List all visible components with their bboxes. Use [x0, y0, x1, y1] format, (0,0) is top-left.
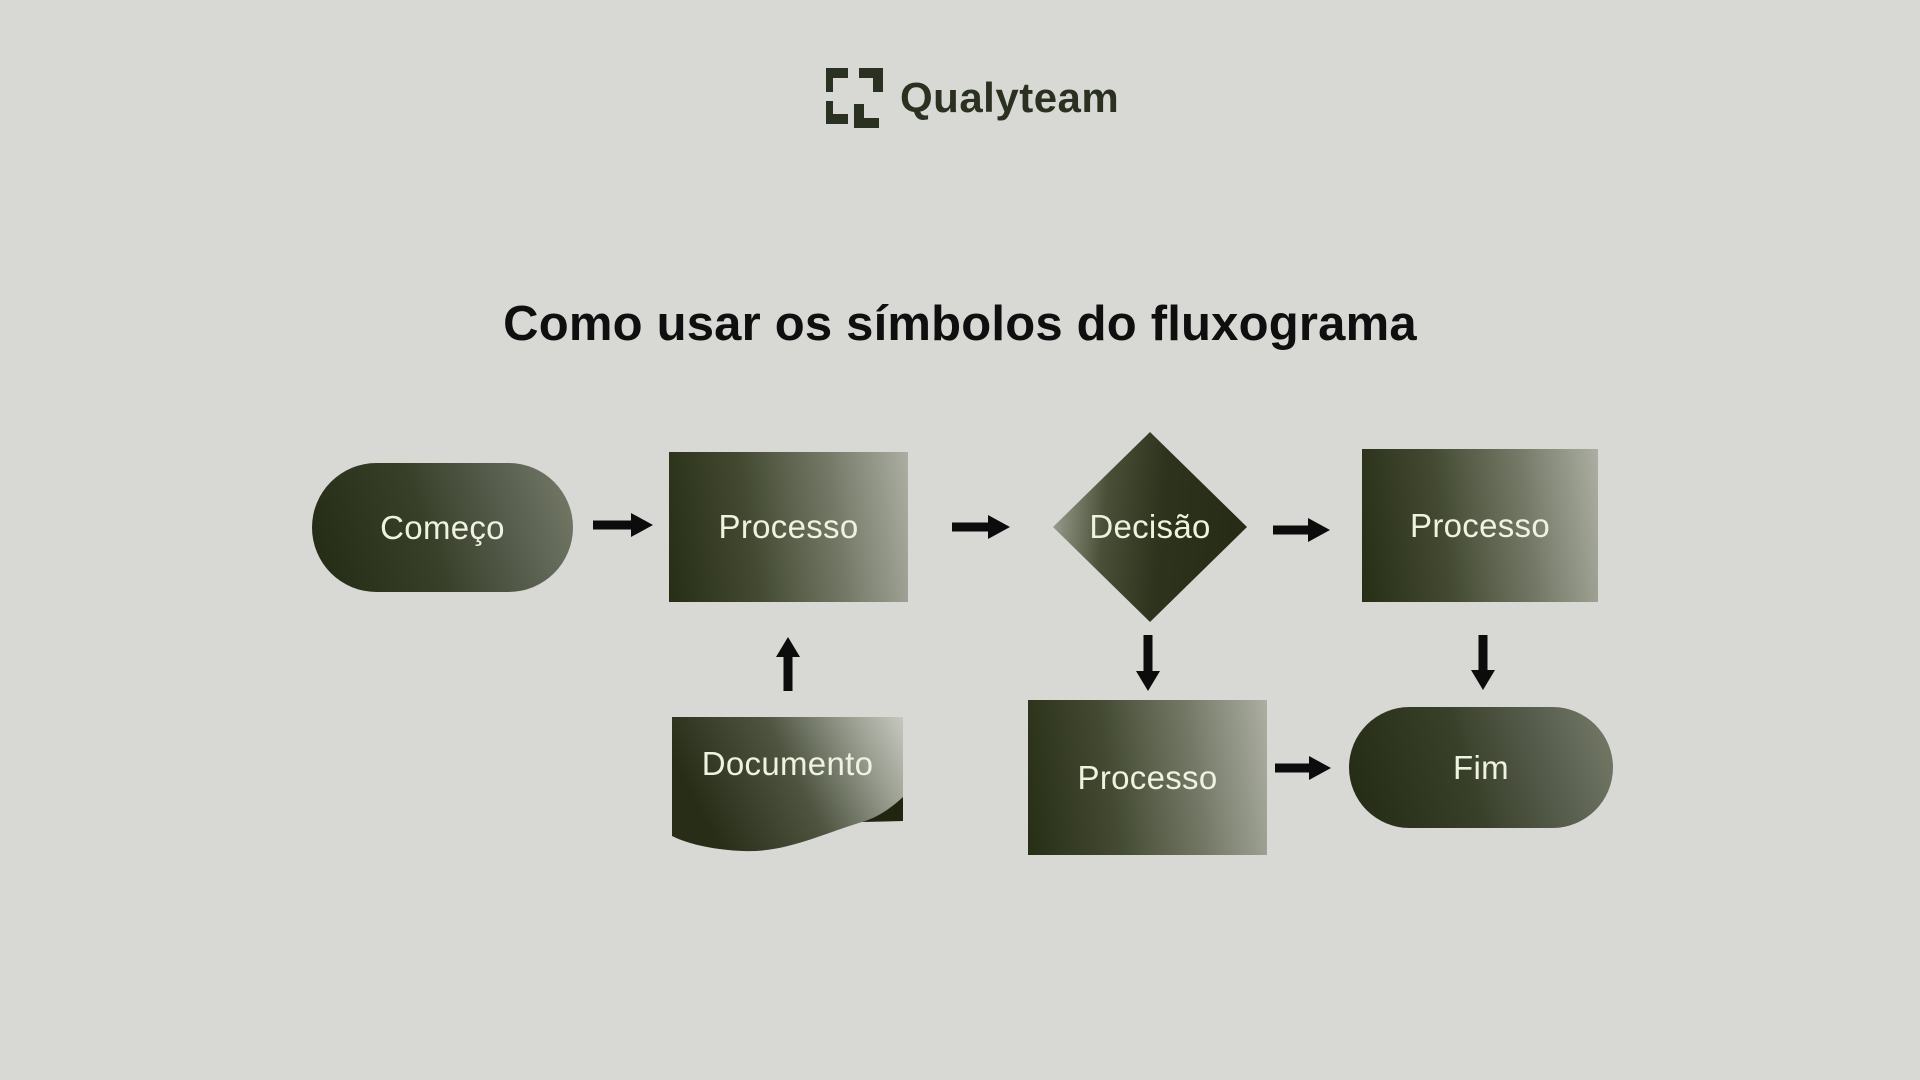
node-comeco-label: Começo — [380, 508, 505, 546]
node-processo2-label: Processo — [1410, 506, 1550, 544]
node-processo1-label: Processo — [718, 508, 859, 545]
node-decisao-label: Decisão — [1089, 508, 1211, 545]
arrow-right-icon — [1273, 516, 1330, 544]
arrow-down-icon — [1469, 635, 1497, 690]
node-processo3-label: Processo — [1077, 758, 1218, 796]
node-processo1-process: Processo — [669, 452, 908, 602]
node-processo2-process: Processo — [1362, 449, 1598, 602]
arrow-up-icon — [774, 637, 802, 691]
node-decisao-decision: Decisão — [1053, 432, 1247, 622]
page-title: Como usar os símbolos do fluxograma — [503, 297, 1417, 351]
brand-name: Qualyteam — [900, 74, 1120, 121]
document-shape — [672, 717, 903, 852]
node-fim-label: Fim — [1453, 748, 1509, 786]
qualyteam-brackets-icon — [826, 68, 884, 128]
node-processo3-process: Processo — [1028, 700, 1267, 855]
arrow-right-icon — [593, 511, 653, 539]
node-documento-document: Documento — [672, 717, 903, 852]
arrow-down-icon — [1134, 635, 1162, 691]
brand-lockup: Qualyteam — [826, 68, 1119, 128]
node-comeco-terminator: Começo — [312, 463, 573, 592]
node-documento-label: Documento — [701, 745, 874, 782]
arrow-right-icon — [952, 513, 1010, 541]
arrow-right-icon — [1275, 754, 1331, 782]
node-fim-terminator: Fim — [1349, 707, 1613, 828]
